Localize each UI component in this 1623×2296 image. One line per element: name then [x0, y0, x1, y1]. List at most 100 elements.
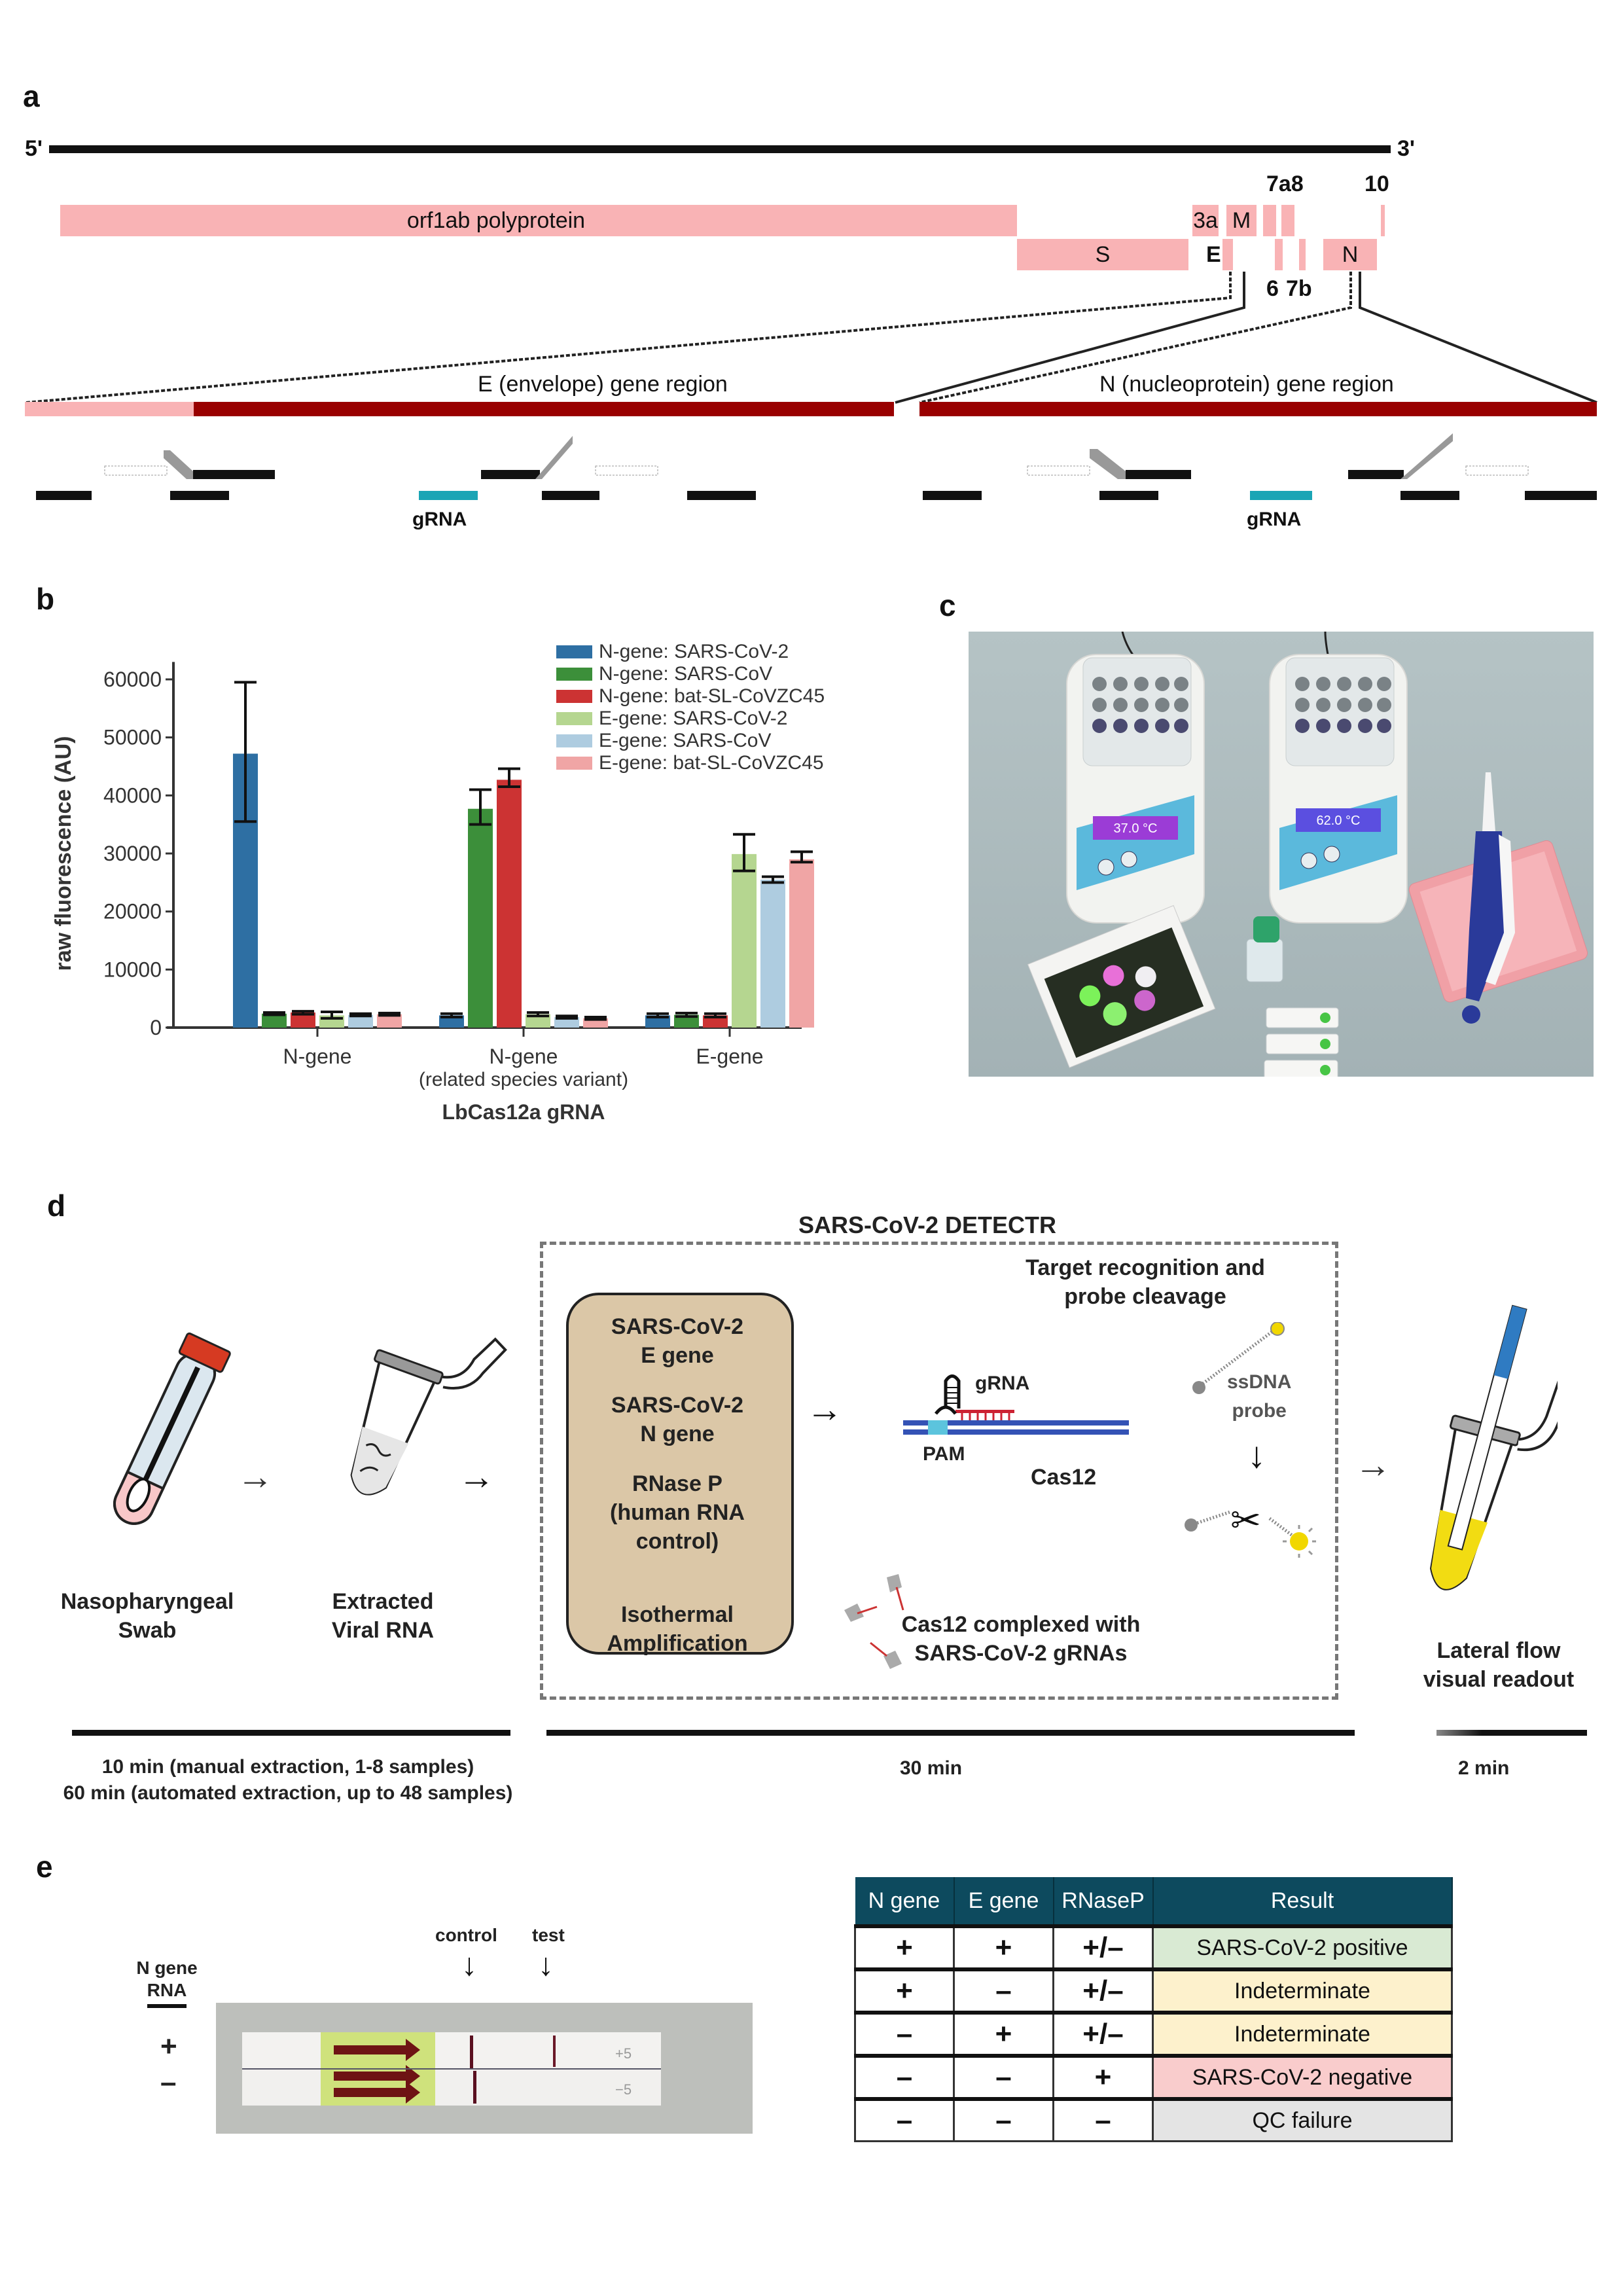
cell-n-gene: + — [854, 1924, 955, 1971]
timeline-extraction-line1: 10 min (manual extraction, 1-8 samples) — [101, 1756, 474, 1778]
e-lamp-primers — [36, 436, 756, 500]
timeline-bar-detectr — [546, 1730, 1355, 1736]
y-tick-label: 0 — [150, 1016, 162, 1039]
step-swab-line2: Swab — [118, 1618, 177, 1643]
grna-spacer — [955, 1410, 1014, 1413]
table-row: ––+SARS-CoV-2 negative — [854, 2054, 1453, 2100]
primer-bip-n — [1348, 470, 1404, 479]
cell-n-gene: – — [854, 2097, 955, 2142]
primer-loop-left-dotted-n — [1027, 465, 1090, 476]
gene-3a-label: 3a — [1193, 207, 1218, 233]
pam-site — [928, 1420, 948, 1435]
gene-m-label: M — [1232, 207, 1251, 233]
cell-rnasep: + — [1052, 2054, 1154, 2100]
gene-orf1ab: orf1ab polyprotein — [60, 205, 1017, 236]
step-amp-line1: Isothermal — [621, 1602, 734, 1627]
step-rna-line2: Viral RNA — [331, 1618, 435, 1643]
cell-e-gene: + — [953, 2011, 1054, 2057]
bar — [468, 808, 493, 1028]
gene-orf1ab-label: orf1ab polyprotein — [406, 207, 586, 233]
gene-6 — [1275, 239, 1283, 270]
gene-n-label: N — [1342, 242, 1359, 267]
legend-label: N-gene: bat-SL-CoVZC45 — [599, 685, 825, 707]
header-e-gene: E gene — [954, 1877, 1054, 1926]
n-region-title: N (nucleoprotein) gene region — [1099, 372, 1394, 397]
step-label-readout: Lateral flow visual readout — [1387, 1636, 1610, 1694]
target-rnasep-line1: RNase P — [632, 1471, 722, 1496]
label-7a8: 7a8 — [1266, 171, 1304, 196]
three-prime-label: 3' — [1397, 136, 1415, 161]
cell-result: SARS-CoV-2 negative — [1152, 2054, 1453, 2100]
ssdna-probe-label: ssDNA probe — [1227, 1368, 1291, 1426]
strip-header: N gene RNA — [128, 1957, 206, 2008]
primer-loop-right-dotted-n — [1465, 465, 1529, 476]
legend-label: E-gene: SARS-CoV-2 — [599, 708, 787, 729]
cell-result: SARS-CoV-2 positive — [1152, 1924, 1453, 1971]
control-line-positive — [470, 2036, 473, 2068]
primer-bip-bend — [535, 436, 573, 479]
cas12-complex-label: Cas12 complexed with SARS-CoV-2 gRNAs — [890, 1610, 1152, 1668]
cell-n-gene: + — [854, 1967, 955, 2014]
n-zoom-line-left — [919, 272, 1352, 404]
swab-tube-icon — [113, 1332, 231, 1525]
test-arrow: ↓ — [538, 1948, 554, 1982]
complex-label-line1: Cas12 complexed with — [901, 1612, 1141, 1637]
strip-row-negative: – — [160, 2066, 177, 2098]
timeline-extraction-line2: 60 min (automated extraction, up to 48 s… — [63, 1782, 513, 1804]
bar — [262, 1013, 287, 1028]
panel-label-c: c — [939, 588, 956, 622]
e-zoom-line-right — [895, 272, 1245, 404]
label-6: 6 — [1266, 276, 1279, 301]
cell-e-gene: – — [953, 1967, 1054, 2014]
target-n-line2: N gene — [640, 1422, 715, 1446]
cell-n-gene: – — [854, 2011, 955, 2057]
heat-block-2: 62.0 °C — [1269, 632, 1408, 924]
cas12-label: Cas12 — [1031, 1465, 1097, 1490]
scissors-icon: ✂ — [1230, 1499, 1261, 1541]
header-result: Result — [1152, 1877, 1453, 1926]
e-region-bar — [194, 402, 894, 416]
panel-label-d: d — [47, 1189, 66, 1223]
reagent-box — [1027, 905, 1216, 1068]
strip-header-line2: RNA — [147, 1979, 187, 2008]
primer-f2-n — [1099, 491, 1158, 500]
amplification-targets-box — [566, 1293, 794, 1655]
gene-e-label: E — [1206, 242, 1221, 267]
legend-label: E-gene: bat-SL-CoVZC45 — [599, 752, 824, 774]
header-rnasep: RNaseP — [1053, 1877, 1154, 1926]
legend-label: N-gene: SARS-CoV-2 — [599, 641, 789, 662]
strip-annotation-positive: +5 — [615, 2045, 632, 2062]
primer-b3-n — [1525, 491, 1597, 500]
cell-rnasep: +/– — [1052, 1967, 1154, 2014]
x-tick-label: N-gene — [490, 1045, 558, 1068]
n-lamp-primers — [923, 433, 1597, 500]
primer-b2-n — [1400, 491, 1459, 500]
bar — [526, 1014, 550, 1028]
five-prime-label: 5' — [25, 136, 43, 161]
table-row: –––QC failure — [854, 2097, 1453, 2142]
y-tick-label: 60000 — [103, 668, 162, 691]
x-axis-label: LbCas12a gRNA — [442, 1100, 605, 1124]
detectr-title: SARS-CoV-2 DETECTR — [798, 1211, 1057, 1238]
x-tick-label: N-gene — [283, 1045, 352, 1068]
primer-b3 — [687, 491, 756, 500]
header-n-gene: N gene — [855, 1877, 955, 1926]
dsdna-bottom-strand — [903, 1429, 1129, 1435]
e-zoom-line-left — [26, 272, 1232, 404]
legend-label: E-gene: SARS-CoV — [599, 730, 771, 751]
gene-8 — [1281, 205, 1294, 236]
cell-rnasep: +/– — [1052, 2011, 1154, 2057]
probe-label-line1: ssDNA — [1227, 1371, 1292, 1393]
primer-fip — [193, 470, 275, 479]
strip-annotation-negative: −5 — [615, 2081, 632, 2098]
gene-3a: 3a — [1192, 205, 1219, 236]
cell-e-gene: – — [953, 2097, 1054, 2142]
bar — [497, 780, 522, 1028]
lateral-flow-strips-photo: +5 −5 — [216, 2003, 753, 2134]
probe-label-line2: probe — [1232, 1400, 1287, 1422]
gene-m: M — [1226, 205, 1257, 236]
step-rna-line1: Extracted — [332, 1589, 434, 1614]
step-readout-line2: visual readout — [1423, 1667, 1575, 1692]
cas12-grna-label: gRNA — [975, 1372, 1030, 1394]
